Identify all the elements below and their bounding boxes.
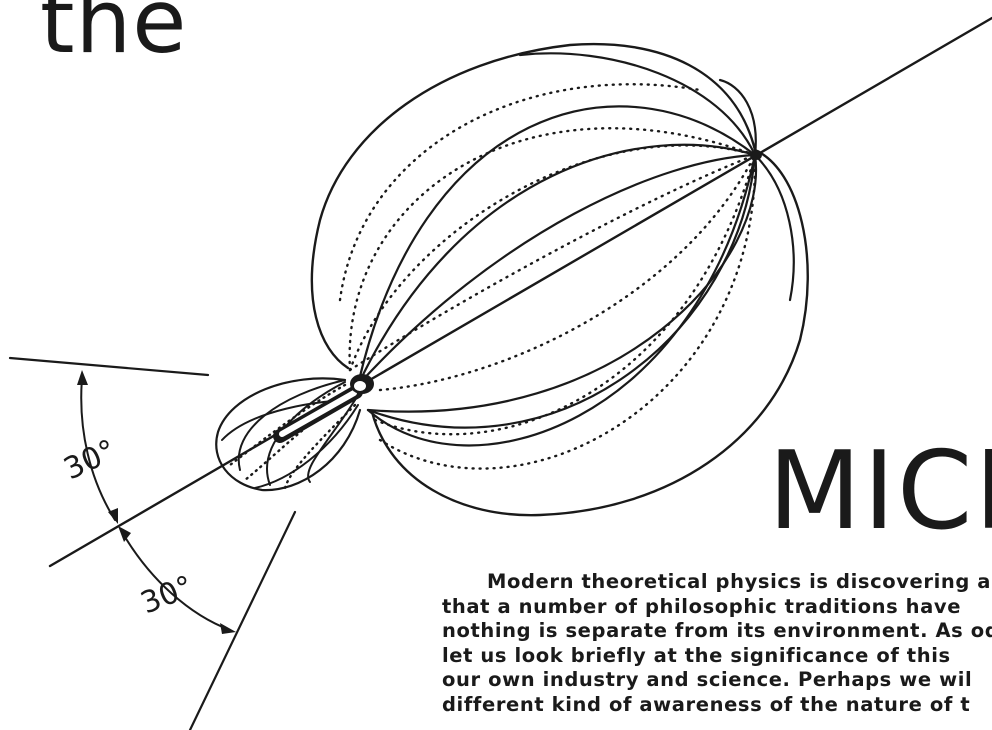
angle-label-lower: 30° [136, 569, 198, 621]
back-lobe-hidden-meridians [228, 383, 357, 490]
angle-arc-upper [77, 370, 118, 524]
body-line: Modern theoretical physics is discoverin… [487, 570, 992, 593]
heading-micr: MICR [768, 429, 992, 554]
main-lobe-meridians [356, 52, 795, 447]
angle-label-upper: 30° [59, 433, 122, 487]
body-line: our own industry and science. Perhaps we… [442, 668, 973, 691]
main-lobe-hidden-meridians [338, 83, 757, 470]
microphone-icon [273, 150, 762, 443]
reference-line-lower [188, 510, 297, 730]
body-paragraph: Modern theoretical physics is discoverin… [442, 570, 992, 717]
body-line: let us look briefly at the significance … [442, 643, 951, 667]
body-line: that a number of philosophic traditions … [442, 594, 962, 618]
axis-line [48, 16, 992, 568]
back-lobe-outline [215, 377, 362, 492]
reference-line-upper [8, 356, 210, 377]
body-line: nothing is separate from its environment… [442, 619, 992, 642]
heading-the: the [40, 0, 188, 73]
body-line: different kind of awareness of the natur… [442, 692, 971, 716]
angle-arc-lower [118, 526, 236, 634]
